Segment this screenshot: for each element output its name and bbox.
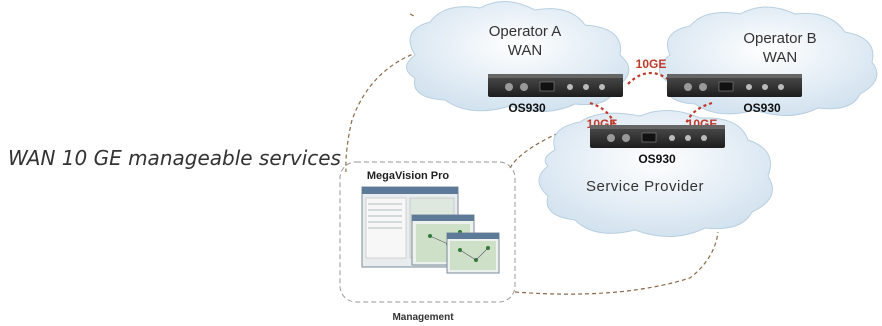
- megavision-title: MegaVision Pro: [367, 170, 450, 182]
- device-os930-b: [667, 74, 802, 97]
- device-label-b: OS930: [743, 101, 781, 115]
- device-label-a: OS930: [508, 101, 546, 115]
- device-label-sp: OS930: [638, 152, 676, 166]
- management-box: [339, 161, 516, 303]
- operator-b-label-line1: Operator B: [743, 30, 816, 47]
- link-label-a-b: 10GE: [636, 57, 667, 71]
- mgmt-link-top-dot: [409, 13, 415, 17]
- operator-a-label-line2: WAN: [508, 42, 542, 59]
- service-provider-label: Service Provider: [586, 178, 704, 195]
- link-a-b: [627, 71, 675, 85]
- megavision-screenshots: [361, 186, 500, 274]
- mgmt-link-bottom: [514, 231, 719, 295]
- screenshot-window-3: [446, 232, 500, 274]
- mgmt-link-operator-a: [345, 51, 419, 173]
- operator-a-label-line1: Operator A: [489, 23, 562, 40]
- device-os930-sp: [590, 125, 725, 148]
- device-os930-a: [488, 74, 623, 97]
- management-label: Management: [392, 312, 454, 323]
- diagram-caption: WAN 10 GE manageable services: [8, 146, 341, 170]
- operator-b-label-line2: WAN: [763, 49, 797, 66]
